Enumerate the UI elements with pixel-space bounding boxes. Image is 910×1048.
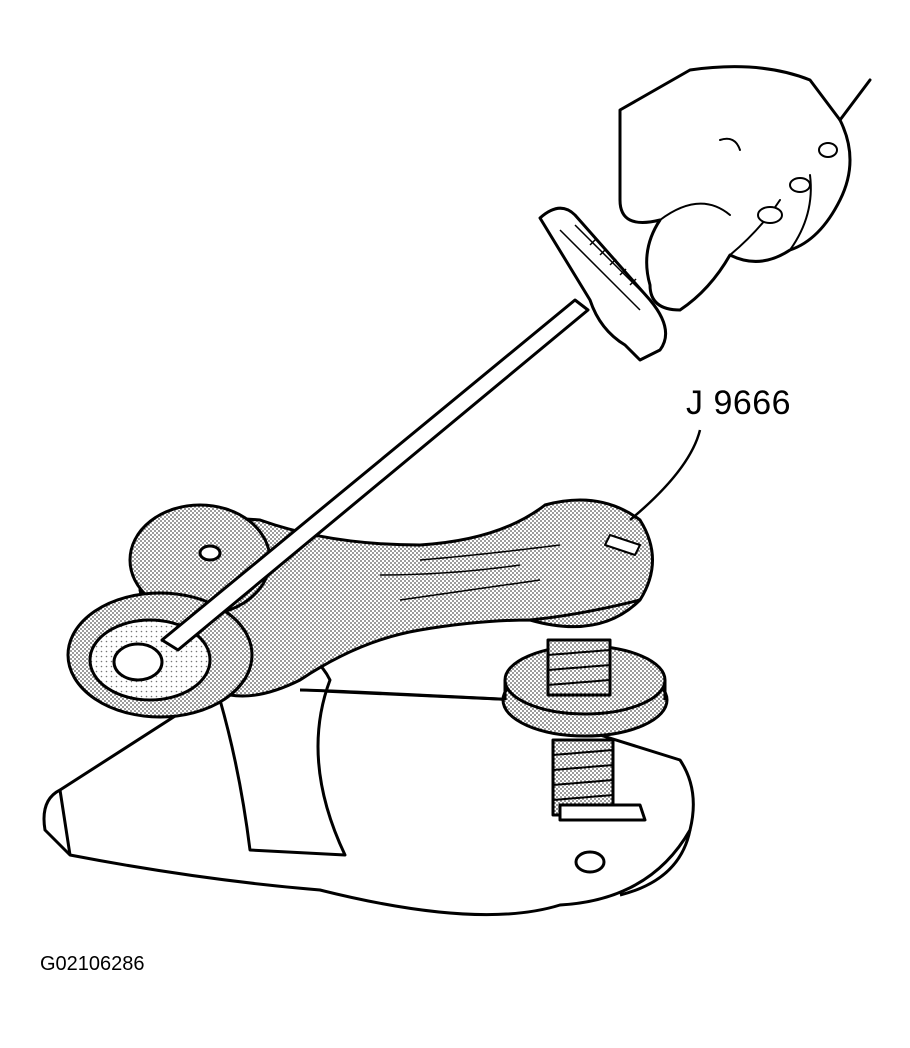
hand (618, 65, 872, 312)
callout-leader (629, 429, 702, 521)
base-plate (42, 688, 695, 917)
adjusting-screw (501, 638, 669, 822)
pivot-pin (112, 642, 164, 682)
pivot-hole (198, 544, 222, 562)
mounting-hole (574, 850, 606, 874)
tool-callout-label: J 9666 (686, 384, 792, 422)
figure-id: G02106286 (40, 953, 145, 975)
torque-wrench (160, 206, 668, 652)
